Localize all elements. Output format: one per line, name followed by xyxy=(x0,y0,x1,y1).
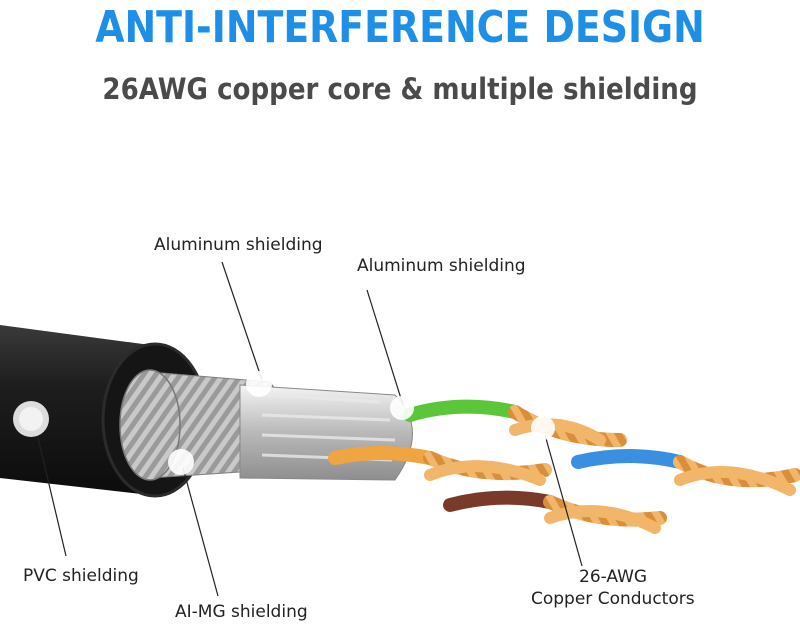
marker-dot-al-mg xyxy=(168,449,194,475)
label-aluminum-inner: Aluminum shielding xyxy=(357,256,526,276)
label-pvc: PVC shielding xyxy=(23,566,139,586)
leader-aluminum-outer xyxy=(221,261,263,381)
aluminum-foil xyxy=(239,384,413,481)
label-al-mg: AI-MG shielding xyxy=(175,602,308,622)
marker-dot-aluminum-outer xyxy=(246,371,272,397)
label-aluminum-outer: Aluminum shielding xyxy=(154,235,323,255)
marker-dot-pvc-core xyxy=(19,407,43,431)
marker-dot-conductors xyxy=(531,416,555,440)
marker-dot-aluminum-inner xyxy=(390,396,414,420)
page-subtitle: 26AWG copper core & multiple shielding xyxy=(102,72,698,106)
leader-pvc xyxy=(34,424,67,557)
leader-lines xyxy=(34,261,583,597)
leader-aluminum-inner xyxy=(366,289,404,406)
label-conductors-line2: Copper Conductors xyxy=(531,589,695,609)
leader-al-mg xyxy=(182,467,219,597)
page-title: ANTI-INTERFERENCE DESIGN xyxy=(95,2,705,53)
leader-conductors xyxy=(544,434,583,567)
twisted-pairs xyxy=(328,399,800,534)
marker-dots xyxy=(13,371,555,475)
label-conductors-line1: 26-AWG xyxy=(579,567,648,587)
